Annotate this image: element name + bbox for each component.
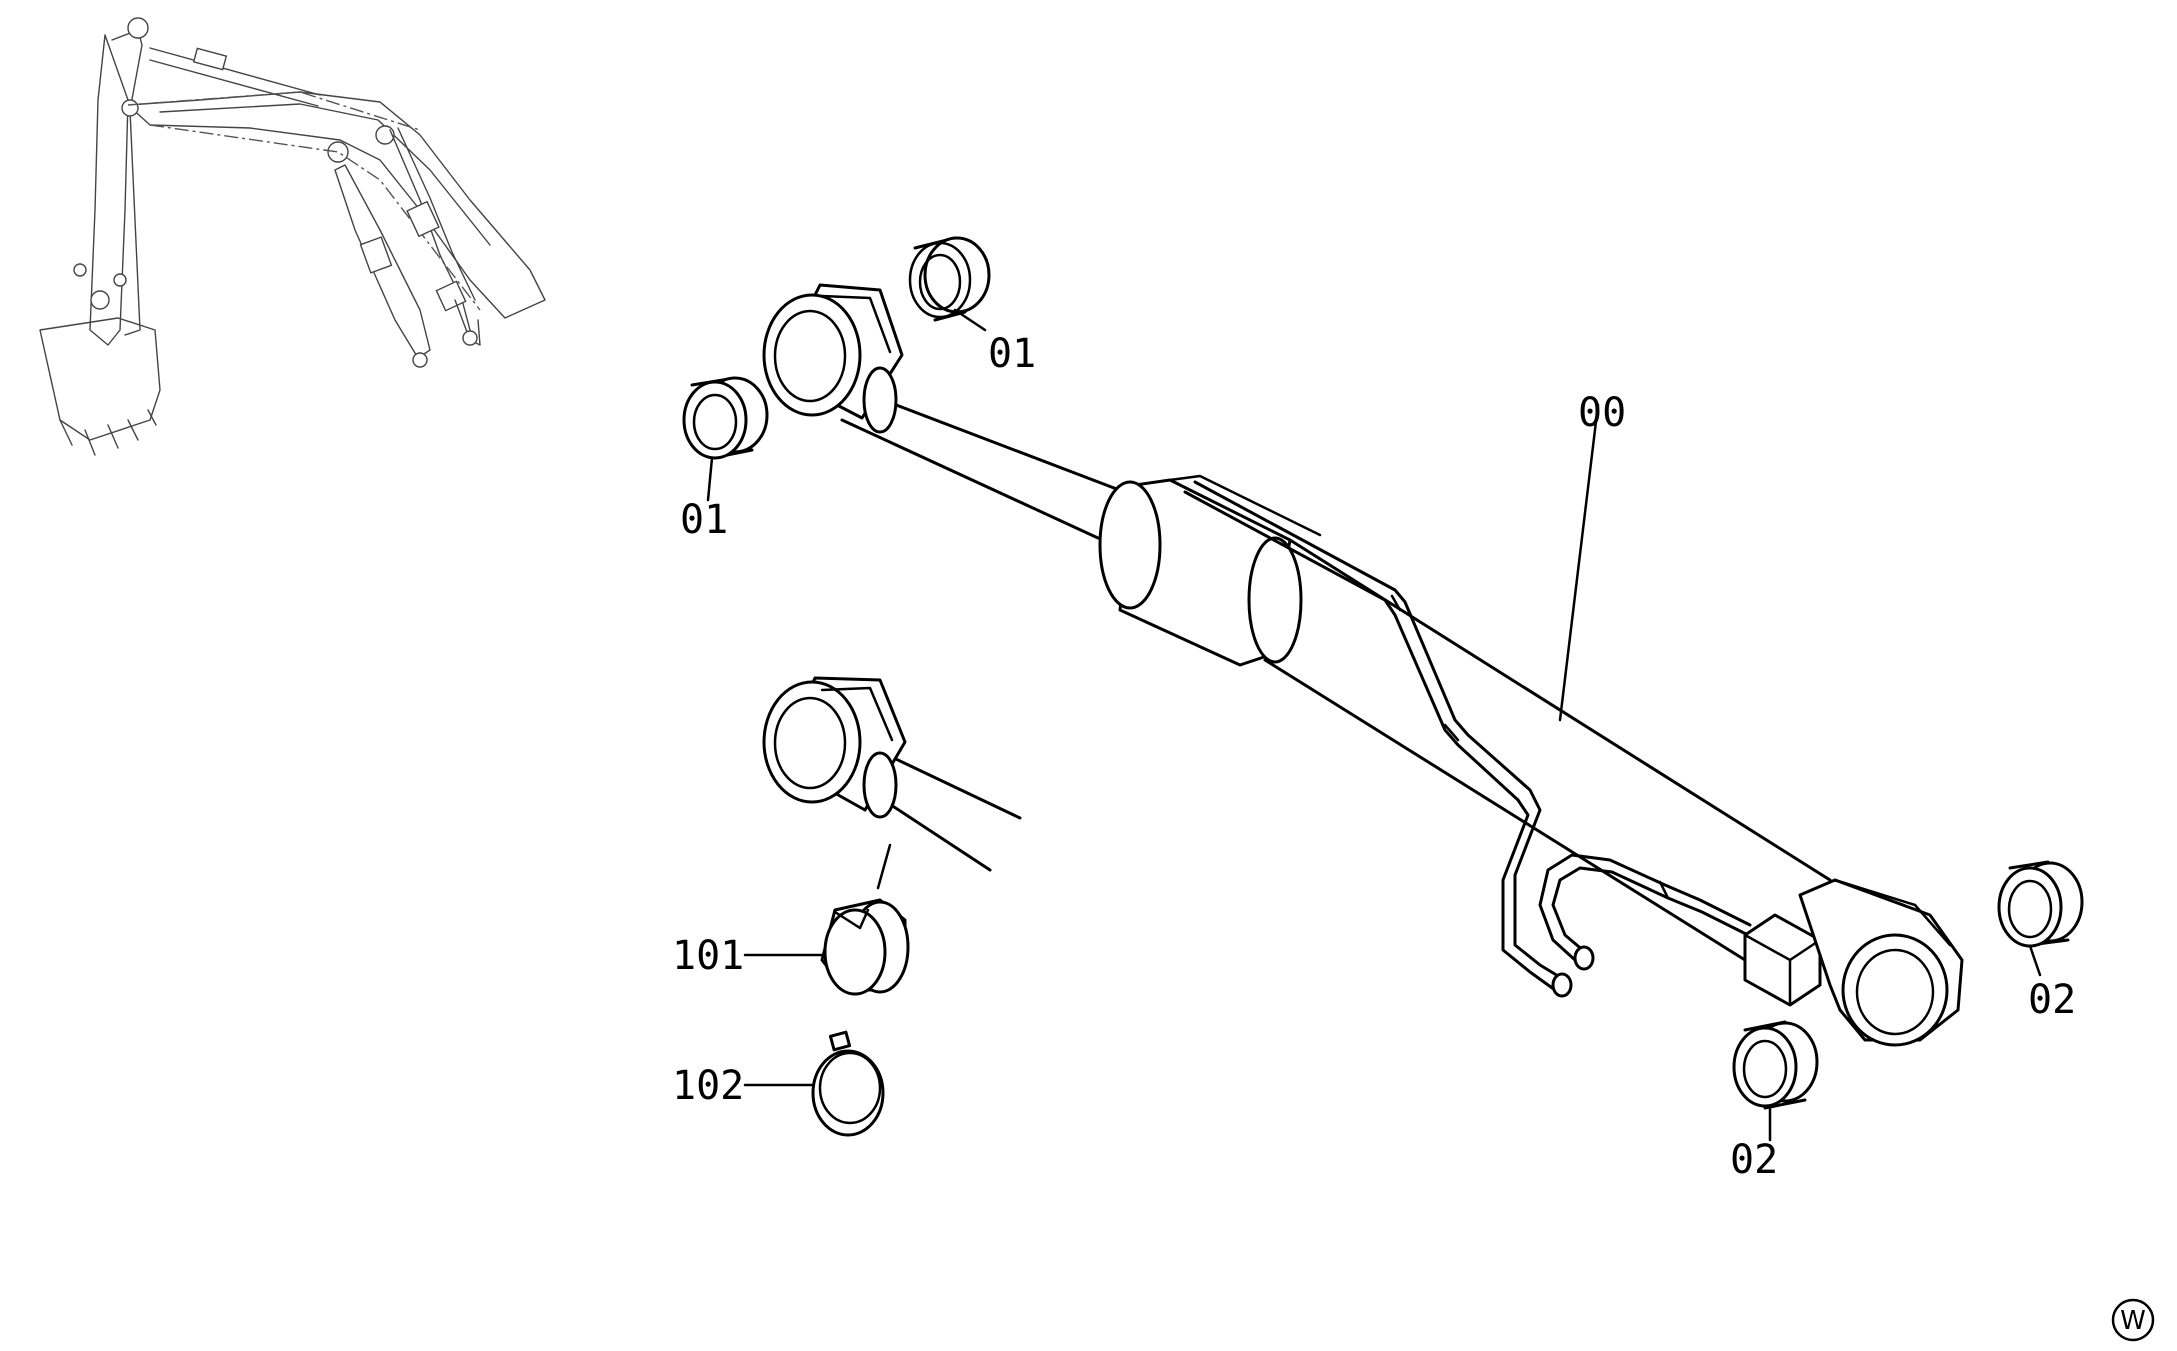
- callout-00: 00: [1578, 390, 1626, 436]
- band-102: [811, 1030, 885, 1137]
- rod-end-detail: [762, 676, 1022, 872]
- callout-02-left: 02: [1730, 1137, 1778, 1183]
- callout-102: 102: [672, 1063, 744, 1109]
- callout-labels: 00 01 01 02 02 101 102: [672, 331, 2076, 1183]
- cylinder-assembly: [762, 283, 1964, 1047]
- bushing-02-left: [1732, 1020, 1819, 1110]
- bushing-01-left: [682, 376, 769, 460]
- callout-01-right: 01: [988, 331, 1036, 377]
- callout-101: 101: [672, 933, 744, 979]
- leader-lines: [706, 308, 2042, 1142]
- bushing-02-right: [1997, 860, 2084, 948]
- watermark-letter: W: [2120, 1306, 2146, 1336]
- bushing-01-right: [905, 236, 991, 322]
- watermark-badge: W: [2111, 1298, 2155, 1342]
- dust-seal-101: [820, 898, 910, 996]
- excavator-locator-thumbnail: [39, 17, 546, 456]
- callout-01-left: 01: [680, 497, 728, 543]
- callout-02-right: 02: [2028, 977, 2076, 1023]
